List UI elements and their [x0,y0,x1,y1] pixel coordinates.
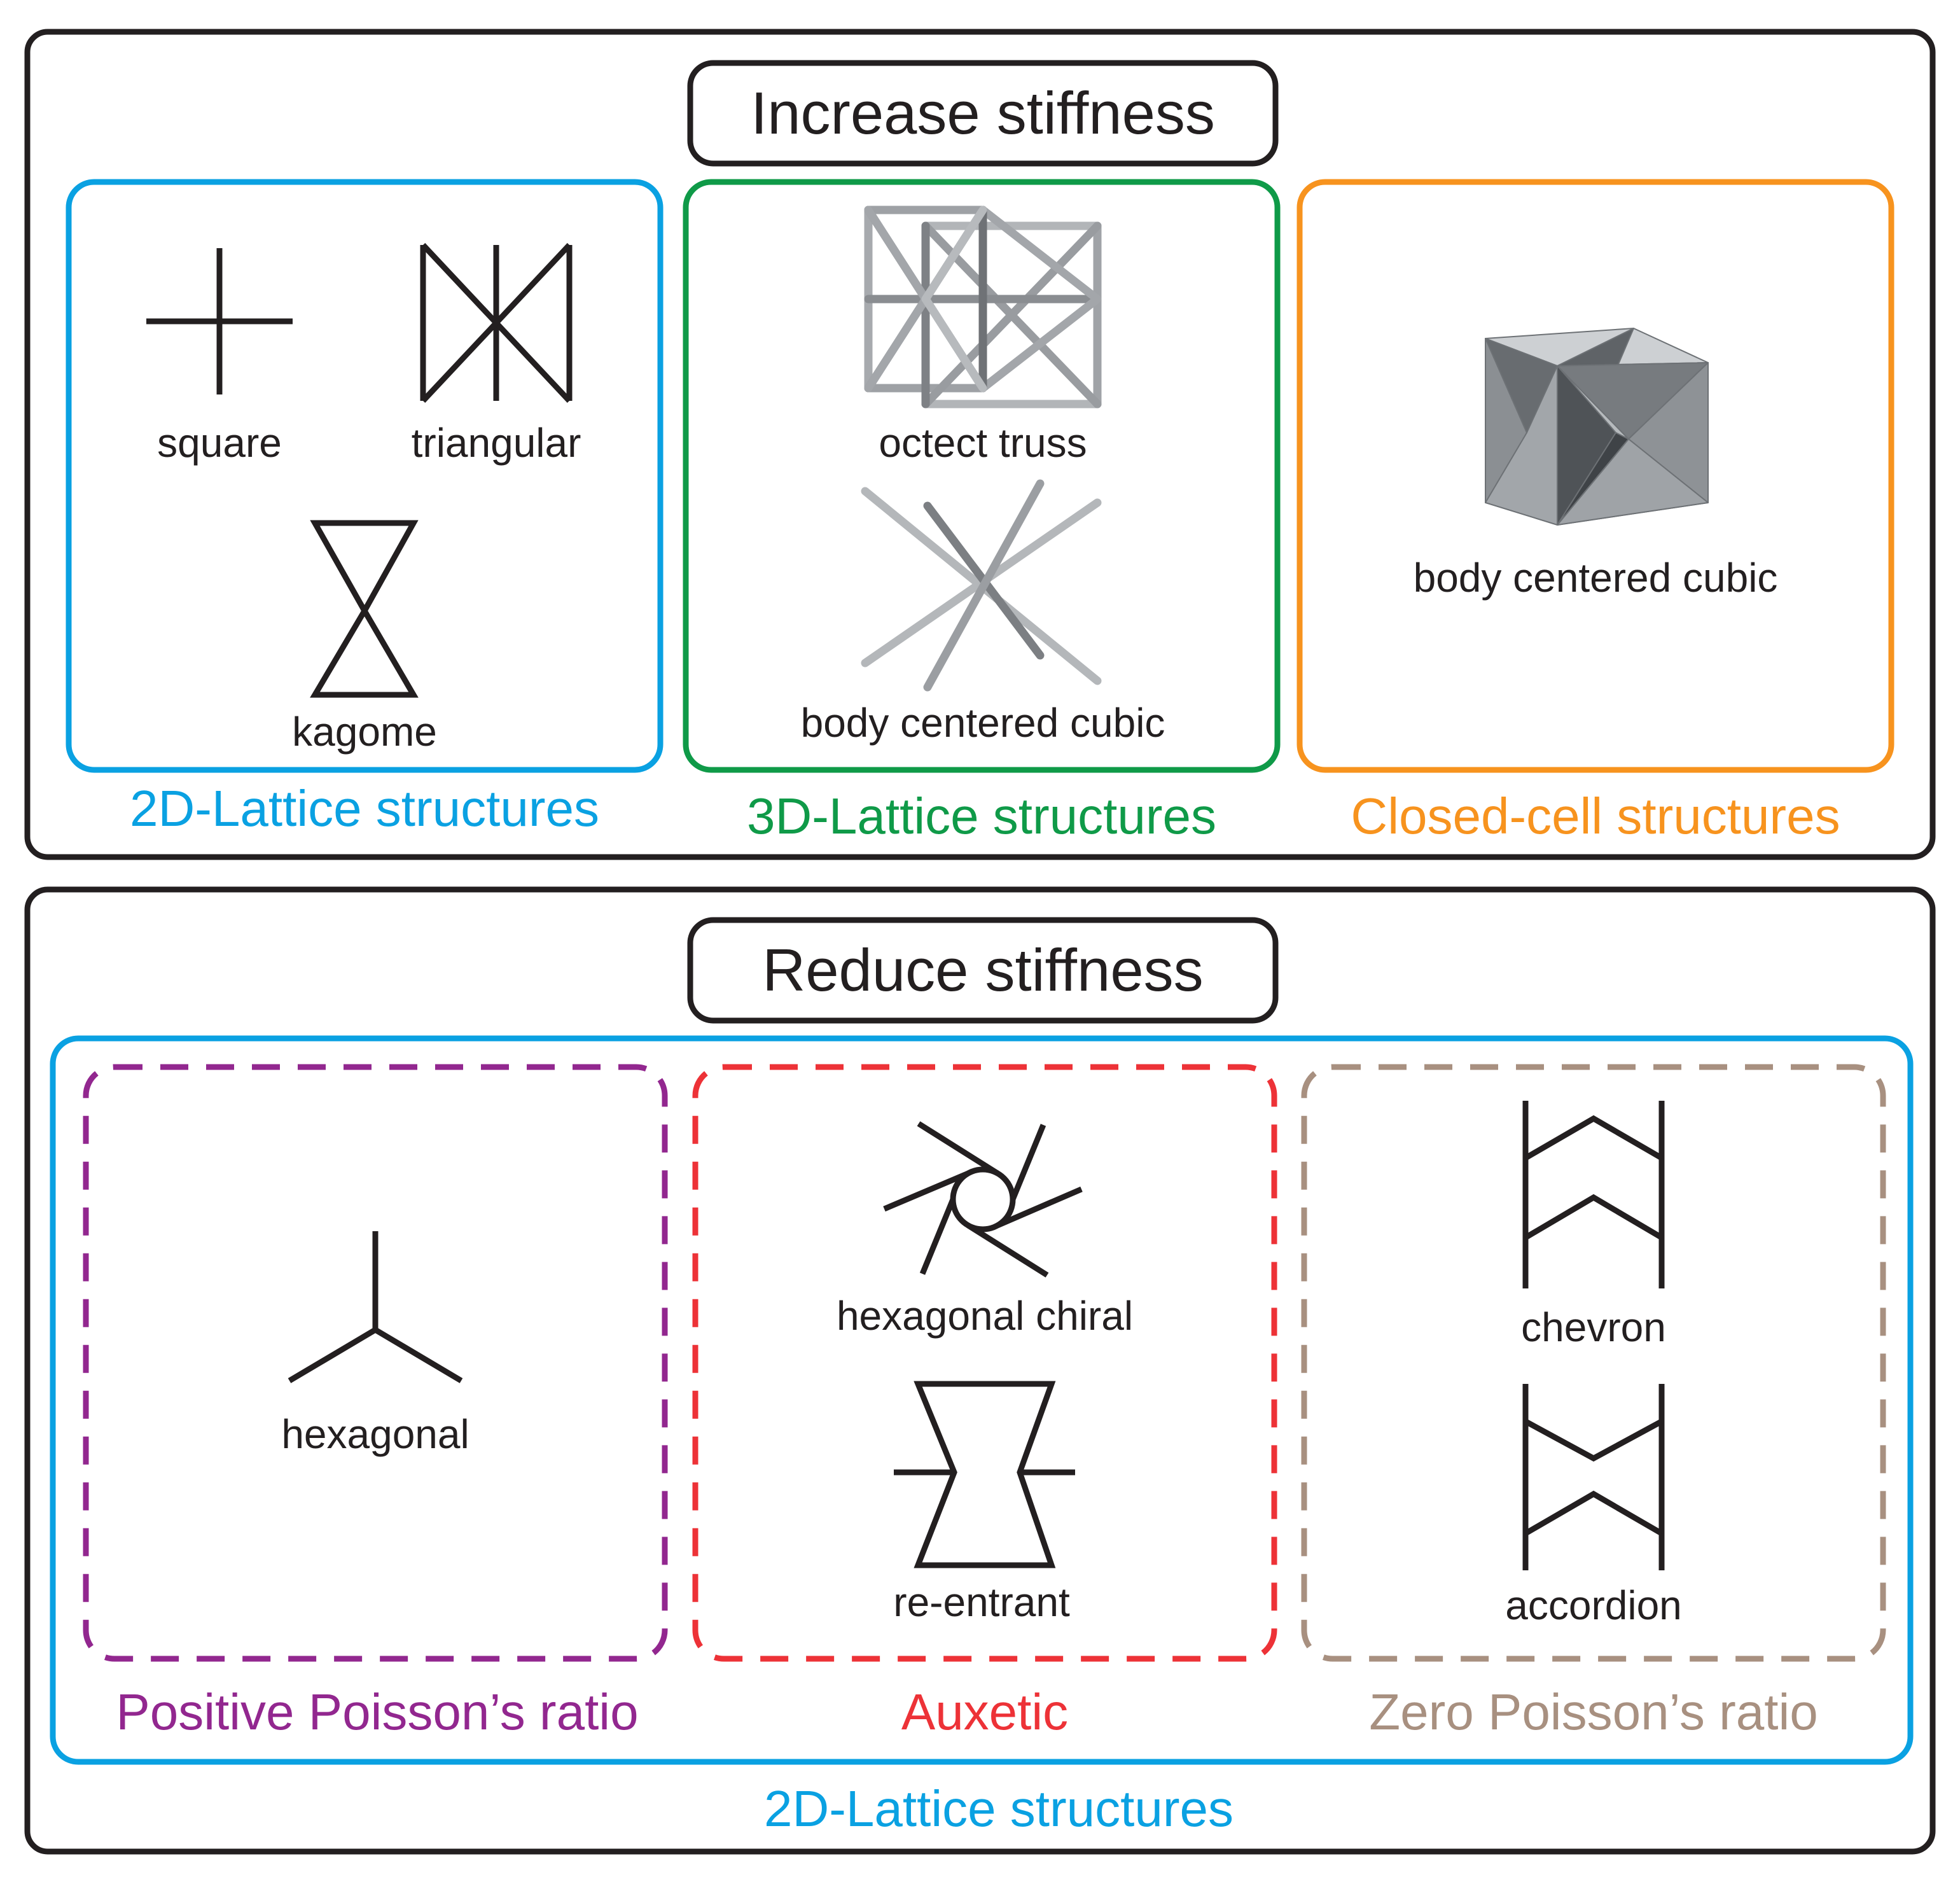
hexagonal-chiral-label: hexagonal chiral [837,1293,1133,1339]
triangular-lattice-icon [420,242,573,403]
closed-cell-bcc-icon [1485,328,1709,526]
group-zero-poisson-box [1301,1064,1886,1662]
re-entrant-icon [894,1381,1075,1568]
reduce-stiffness-title: Reduce stiffness [762,937,1203,1003]
group-2d-lattice-box [66,179,664,773]
group-auxetic-box [692,1064,1277,1662]
reduce-stiffness-panel [24,886,1936,1855]
reduce-stiffness-title-box [687,917,1279,1024]
chevron-label: chevron [1521,1304,1666,1350]
group-closed-cell-box [1296,179,1894,773]
accordion-lattice-icon [1522,1384,1665,1570]
group-2d-lattice-caption: 2D-Lattice structures [130,780,599,837]
group-positive-poisson-caption: Positive Poisson’s ratio [116,1684,638,1740]
group-closed-cell-caption: Closed-cell structures [1351,788,1840,844]
increase-stiffness-title: Increase stiffness [751,80,1215,146]
bcc-lattice-label: body centered cubic [801,700,1165,746]
outer-2d-lattice-box [50,1035,1914,1765]
accordion-label: accordion [1505,1582,1682,1628]
hexagonal-label: hexagonal [281,1411,469,1457]
hexagonal-lattice-icon [288,1231,463,1383]
group-auxetic-caption: Auxetic [901,1684,1068,1740]
hexagonal-chiral-icon [883,1121,1083,1278]
increase-stiffness-title-box [687,60,1279,167]
chevron-lattice-icon [1522,1101,1665,1288]
group-3d-lattice-caption: 3D-Lattice structures [747,788,1216,844]
group-positive-poisson-box [83,1064,668,1662]
bcc-lattice-icon [861,479,1102,692]
kagome-label: kagome [292,709,437,755]
triangular-label: triangular [412,420,581,466]
group-zero-poisson-caption: Zero Poisson’s ratio [1369,1684,1818,1740]
kagome-lattice-icon [310,520,419,698]
octet-truss-icon [864,206,1102,408]
re-entrant-label: re-entrant [893,1579,1070,1625]
increase-stiffness-panel [24,29,1936,860]
group-3d-lattice-box [683,179,1281,773]
square-lattice-icon [146,248,293,394]
outer-2d-lattice-caption: 2D-Lattice structures [764,1780,1234,1837]
closed-cell-bcc-label: body centered cubic [1414,555,1778,601]
octet-truss-label: octect truss [879,420,1087,466]
square-label: square [157,420,282,466]
